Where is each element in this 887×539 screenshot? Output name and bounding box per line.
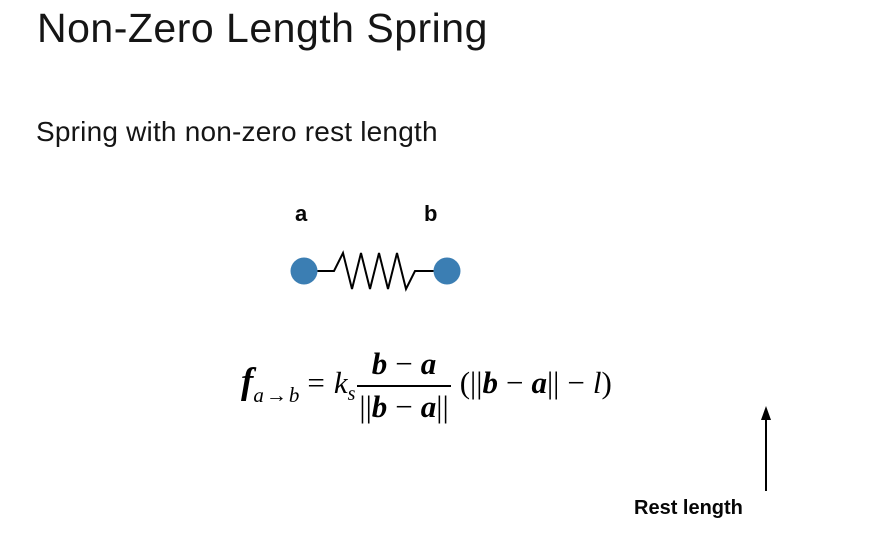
vector-b: b: [371, 346, 388, 381]
vector-b: b: [371, 388, 388, 424]
rest-length-symbol: l: [592, 364, 602, 400]
close-paren: ): [601, 364, 612, 400]
norm-bars: ||: [546, 364, 560, 400]
norm-bars: ||: [359, 388, 372, 424]
minus-sign: −: [395, 346, 413, 381]
spring-diagram-graphic: [290, 250, 461, 292]
equation-tail: (||b−a||−l): [460, 365, 612, 400]
stiffness-coefficient: k: [333, 364, 348, 400]
node-b-label: b: [424, 201, 438, 226]
node-a-label: a: [295, 201, 308, 226]
minus-sign: −: [505, 364, 524, 400]
fraction-numerator: b−a: [357, 346, 451, 387]
vector-b: b: [482, 364, 498, 400]
force-subscript: a→b: [253, 382, 302, 407]
vector-a: a: [531, 364, 547, 400]
vector-a: a: [420, 346, 437, 381]
subtitle: Spring with non-zero rest length: [36, 116, 438, 147]
vector-a: a: [420, 388, 437, 424]
mass-node-a: [290, 257, 318, 285]
minus-sign: −: [395, 388, 413, 424]
rest-length-label: Rest length: [634, 497, 743, 519]
force-symbol: f: [241, 360, 254, 402]
rest-length-arrow-icon: [761, 406, 771, 491]
unit-vector-fraction: b−a||b−a||: [357, 346, 451, 425]
norm-bars: ||: [436, 388, 449, 424]
stiffness-subscript: s: [347, 382, 356, 405]
mass-node-b: [433, 257, 461, 285]
open-paren: (: [459, 364, 471, 400]
norm-bars: ||: [470, 364, 483, 400]
page-title: Non-Zero Length Spring: [37, 5, 488, 51]
minus-sign: −: [567, 364, 585, 400]
equals-sign: =: [307, 364, 325, 400]
spring-coil: [317, 250, 434, 292]
fraction-denominator: ||b−a||: [357, 387, 450, 425]
